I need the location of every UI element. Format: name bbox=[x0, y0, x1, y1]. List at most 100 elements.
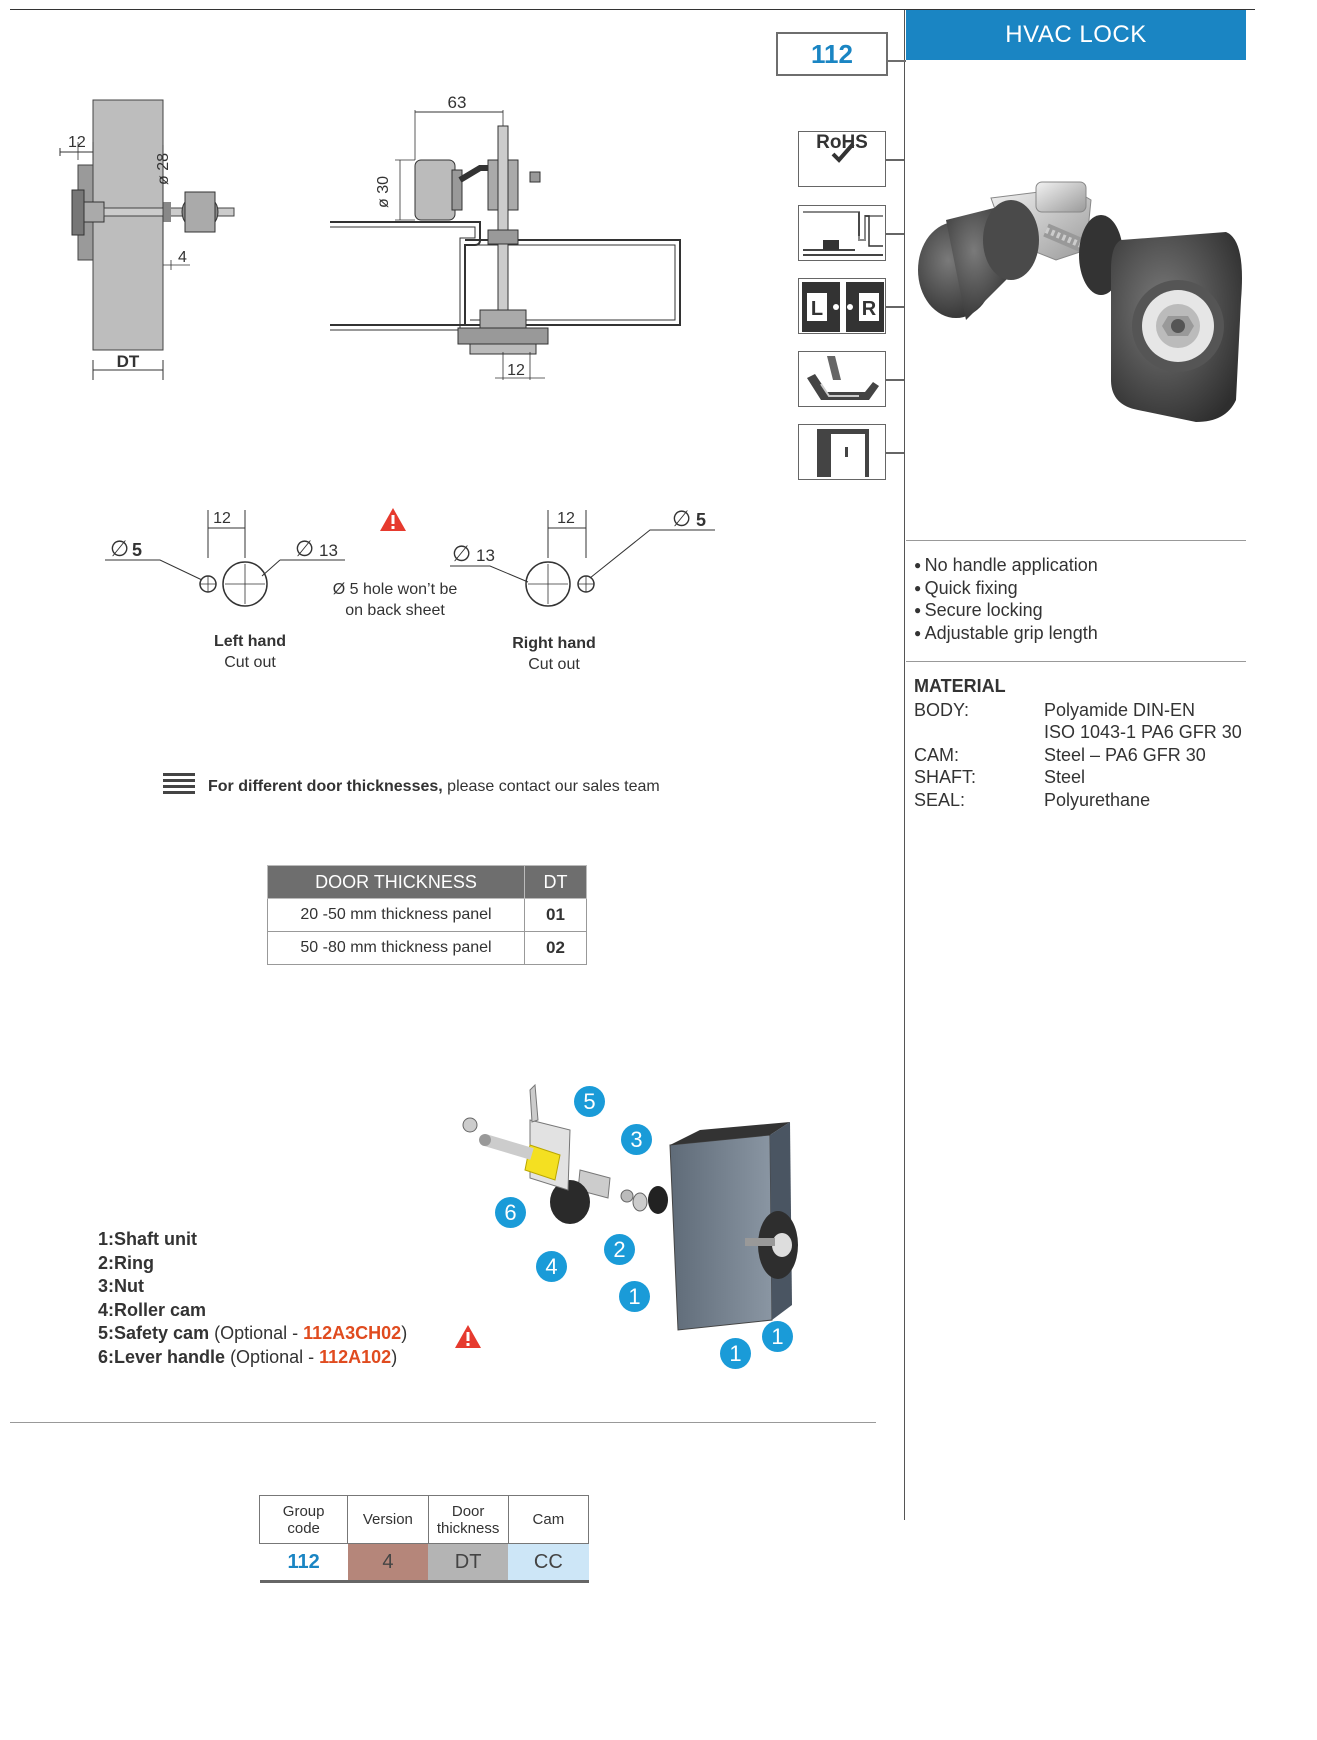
note-text: please contact our sales team bbox=[442, 778, 660, 795]
table-row: 50 -80 mm thickness panel 02 bbox=[267, 931, 587, 965]
warning-text: on back sheet bbox=[345, 602, 445, 619]
svg-text:∅: ∅ bbox=[295, 536, 314, 561]
door-icon bbox=[798, 424, 886, 480]
list-item: 3:Nut bbox=[98, 1276, 145, 1296]
callout-marker: 3 bbox=[621, 1124, 652, 1155]
left-right-hand-icon: L R bbox=[798, 278, 886, 334]
side-section-drawing: 12 ø 28 4 DT bbox=[59, 99, 235, 380]
table-header: Door thickness bbox=[427, 1495, 509, 1544]
material-label: BODY: bbox=[914, 700, 970, 720]
hole-dim: 13 bbox=[319, 541, 338, 560]
icon-connector bbox=[886, 379, 904, 381]
list-item: 1:Shaft unit bbox=[98, 1229, 198, 1249]
feature-item: Adjustable grip length bbox=[914, 622, 1098, 645]
warning-icon bbox=[455, 1325, 481, 1348]
feature-item: Secure locking bbox=[914, 599, 1098, 622]
feature-item: Quick fixing bbox=[914, 577, 1098, 600]
callout-marker: 1 bbox=[762, 1321, 793, 1352]
top-view-drawing: 63 ø 30 12 bbox=[330, 93, 681, 380]
ordering-code-table: Group code Version Door thickness Cam 11… bbox=[258, 1495, 590, 1583]
rohs-icon: RoHS bbox=[798, 131, 886, 187]
parts-list: 1:Shaft unit 2:Ring 3:Nut 4:Roller cam 5… bbox=[98, 1228, 407, 1369]
material-value: Steel – PA6 GFR 30 bbox=[1044, 745, 1206, 765]
right-hand-label: R bbox=[862, 298, 877, 320]
list-item: 6:Lever handle (Optional - 112A102) bbox=[98, 1346, 398, 1367]
left-hand-label: L bbox=[811, 298, 823, 320]
table-cell: 50 -80 mm thickness panel bbox=[267, 931, 525, 965]
group-code-connector bbox=[888, 60, 906, 62]
dim-label: 63 bbox=[448, 93, 467, 112]
code-group-cell: 112 bbox=[259, 1543, 348, 1583]
svg-text:∅: ∅ bbox=[110, 536, 129, 561]
material-rule bbox=[906, 661, 1246, 662]
dim-label: DT bbox=[117, 352, 140, 371]
table-cell: 01 bbox=[524, 898, 587, 932]
panel-recess-icon bbox=[798, 205, 886, 261]
material-label: SHAFT: bbox=[914, 767, 977, 787]
cutout-diagrams: 12 ∅ 5 ∅ 13 12 ∅ 13 ∅ 5 bbox=[105, 506, 715, 607]
rail-profile-icon bbox=[798, 351, 886, 407]
product-title: HVAC LOCK bbox=[906, 10, 1246, 60]
table-cell: 20 -50 mm thickness panel bbox=[267, 898, 525, 932]
material-value: ISO 1043-1 PA6 GFR 30 bbox=[1044, 722, 1242, 742]
hole-dim: 5 bbox=[132, 540, 142, 560]
product-image bbox=[918, 181, 1242, 422]
dim-label: ø 28 bbox=[155, 153, 172, 185]
material-value: Polyurethane bbox=[1044, 790, 1151, 810]
icon-connector bbox=[886, 452, 904, 454]
right-hand-title: Right hand bbox=[512, 635, 596, 652]
dim-label: 4 bbox=[178, 249, 187, 266]
icon-connector bbox=[886, 159, 904, 161]
material-label: CAM: bbox=[914, 745, 959, 765]
svg-text:∅: ∅ bbox=[452, 541, 471, 566]
rohs-label: RoHS bbox=[816, 132, 868, 153]
features-rule bbox=[906, 540, 1246, 541]
code-thickness-cell: DT bbox=[428, 1543, 509, 1583]
top-rule bbox=[10, 9, 1255, 10]
note-bold: For different door thicknesses, bbox=[208, 778, 443, 795]
code-version-cell: 4 bbox=[347, 1543, 428, 1583]
sidebar-divider bbox=[904, 10, 905, 1520]
feature-list: No handle application Quick fixing Secur… bbox=[914, 554, 1098, 644]
exploded-view bbox=[462, 1083, 798, 1331]
material-value: Polyamide DIN-EN bbox=[1044, 700, 1196, 720]
material-value: Steel bbox=[1044, 767, 1086, 787]
left-hand-subtitle: Cut out bbox=[224, 654, 276, 671]
callout-marker: 4 bbox=[536, 1251, 567, 1282]
group-code-box: 112 bbox=[776, 32, 888, 76]
material-title: MATERIAL bbox=[914, 676, 1006, 696]
table-row: 112 4 DT CC bbox=[259, 1543, 589, 1583]
table-header: Group code bbox=[258, 1495, 349, 1544]
thickness-note: For different door thicknesses, please c… bbox=[208, 778, 660, 796]
callout-marker: 2 bbox=[604, 1234, 635, 1265]
list-item: 2:Ring bbox=[98, 1252, 155, 1273]
table-header: Version bbox=[347, 1495, 429, 1544]
material-label: SEAL: bbox=[914, 790, 966, 810]
callout-marker: 5 bbox=[574, 1086, 605, 1117]
feature-item: No handle application bbox=[914, 554, 1098, 577]
list-item: 4:Roller cam bbox=[98, 1299, 207, 1320]
svg-text:∅: ∅ bbox=[672, 506, 691, 531]
dim-label: 12 bbox=[557, 510, 575, 527]
dim-label: 12 bbox=[68, 134, 86, 151]
code-cam-cell: CC bbox=[508, 1543, 589, 1583]
bottom-rule bbox=[10, 1422, 876, 1423]
table-header: DT bbox=[524, 865, 587, 899]
callout-marker: 1 bbox=[619, 1281, 650, 1312]
dim-label: ø 30 bbox=[375, 176, 392, 208]
warning-text: Ø 5 hole won’t be bbox=[332, 581, 458, 598]
part-code: 112A3CH02 bbox=[303, 1323, 402, 1343]
table-cell: 02 bbox=[524, 931, 587, 965]
table-header: Cam bbox=[507, 1495, 590, 1544]
right-hand-subtitle: Cut out bbox=[528, 656, 580, 673]
left-hand-title: Left hand bbox=[214, 633, 286, 650]
icon-connector bbox=[886, 233, 904, 235]
dim-label: 12 bbox=[507, 362, 525, 379]
table-row: 20 -50 mm thickness panel 01 bbox=[267, 898, 587, 932]
hole-dim: 13 bbox=[476, 546, 495, 565]
note-icon bbox=[163, 773, 195, 797]
hole-dim: 5 bbox=[696, 510, 706, 530]
callout-marker: 6 bbox=[495, 1197, 526, 1228]
warning-icon bbox=[380, 508, 406, 531]
list-item: 5:Safety cam (Optional - 112A3CH02) bbox=[98, 1323, 408, 1343]
